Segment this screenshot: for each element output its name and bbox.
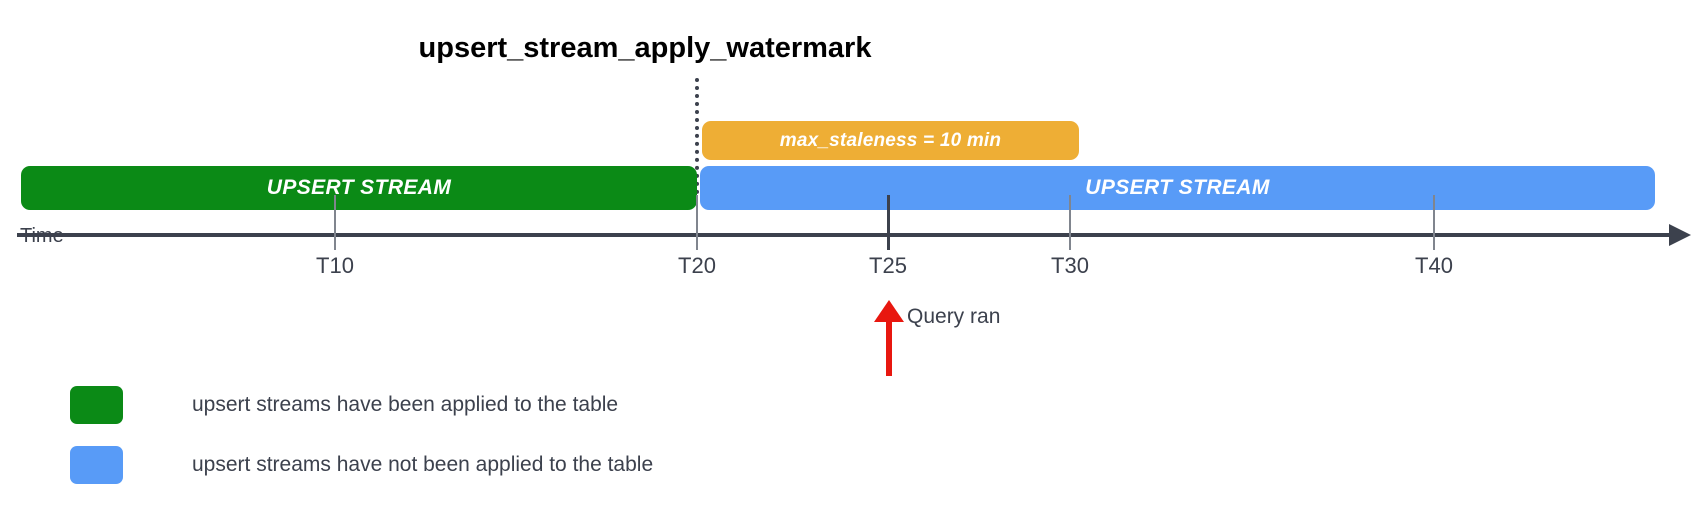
legend-swatch-icon — [70, 446, 123, 484]
legend-swatch-icon — [70, 386, 123, 424]
axis-tick-label-t30: T30 — [1051, 253, 1089, 278]
axis-tick-label-t20: T20 — [678, 253, 716, 278]
legend: upsert streams have been applied to the … — [70, 386, 653, 506]
page-title: upsert_stream_apply_watermark — [418, 32, 872, 64]
upsert-stream-not-applied-bar: UPSERT STREAM — [700, 166, 1655, 210]
time-axis-label: Time — [20, 225, 64, 247]
watermark-dotted-line — [695, 78, 699, 194]
legend-label: upsert streams have been applied to the … — [192, 393, 619, 416]
axis-tick-t40 — [1433, 195, 1435, 250]
time-axis-line — [17, 233, 1677, 237]
max-staleness-bar: max_staleness = 10 min — [702, 121, 1079, 160]
query-ran-arrow-shaft — [886, 318, 892, 376]
axis-tick-label-t25: T25 — [869, 253, 907, 278]
axis-tick-label-t40: T40 — [1415, 253, 1453, 278]
legend-item: upsert streams have been applied to the … — [70, 386, 653, 424]
legend-label: upsert streams have not been applied to … — [192, 453, 654, 476]
axis-tick-t30 — [1069, 195, 1071, 250]
axis-tick-t20 — [696, 195, 698, 250]
legend-item: upsert streams have not been applied to … — [70, 446, 653, 484]
upsert-stream-applied-bar: UPSERT STREAM — [21, 166, 697, 210]
query-ran-arrow-icon — [874, 300, 904, 322]
axis-tick-t25 — [887, 195, 890, 250]
axis-tick-label-t10: T10 — [316, 253, 354, 278]
time-axis-arrow-icon — [1669, 224, 1691, 246]
axis-tick-t10 — [334, 195, 336, 250]
query-ran-label: Query ran — [907, 305, 1001, 328]
